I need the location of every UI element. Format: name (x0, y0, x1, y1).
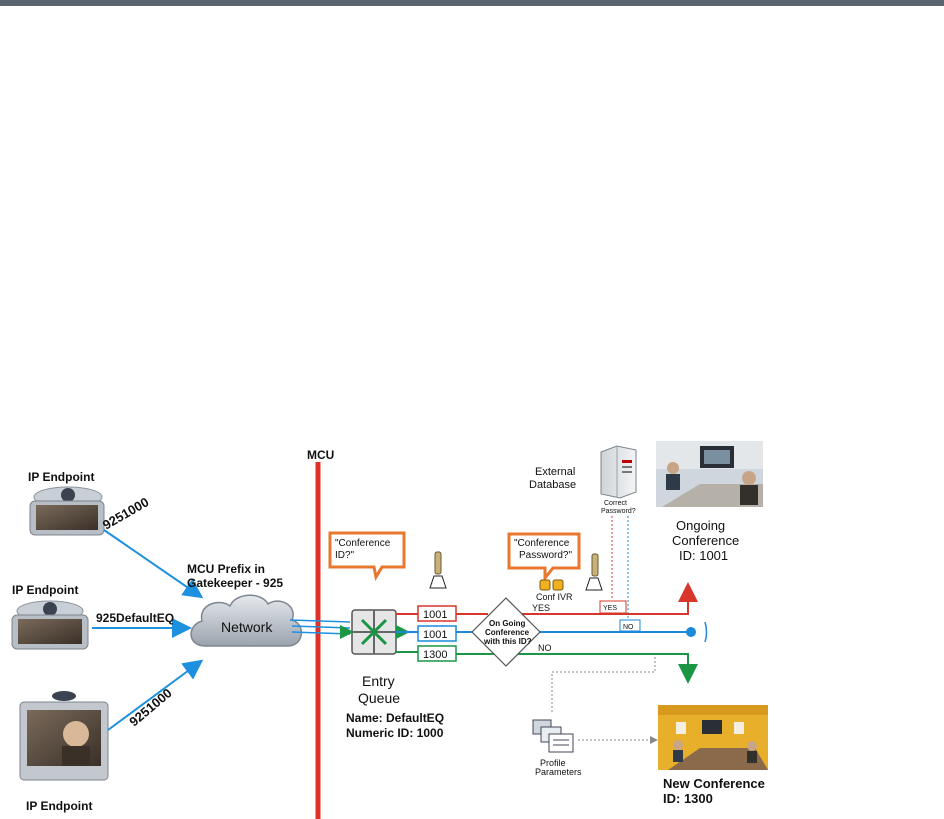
dial-label-3: 9251000 (126, 685, 174, 729)
profile-line1: Profile (540, 758, 566, 768)
ip-endpoint-2: IP Endpoint (11, 583, 89, 650)
external-db-line1: External (535, 466, 575, 478)
blue-path (396, 621, 708, 643)
ongoing-line3: ID: 1001 (679, 548, 728, 563)
callout-conference-password-line2: Password?" (519, 550, 572, 561)
ip-endpoint-1-label: IP Endpoint (28, 470, 94, 484)
profile-dotted-link (551, 657, 656, 714)
yes-box-label: YES (603, 605, 617, 612)
decision-line1: On Going (489, 619, 526, 628)
no-box (619, 619, 641, 632)
video-endpoint-icon (19, 691, 109, 781)
dial-arrow-1 (103, 529, 204, 599)
dial-arrow-3 (107, 659, 204, 731)
profile-parameters-icon (532, 719, 574, 753)
ip-endpoint-2-label: IP Endpoint (12, 583, 78, 597)
network-label: Network (221, 619, 273, 635)
mcu-prefix-line2: Gatekeeper - 925 (187, 576, 283, 590)
id-red: 1001 (423, 609, 447, 621)
network-cloud-icon (190, 594, 302, 647)
no-box-label: NO (623, 624, 634, 631)
ongoing-path (396, 582, 698, 622)
callout-conference-password-line1: "Conference (514, 538, 570, 549)
yes-box (599, 600, 627, 614)
phone-keypad-icon (585, 553, 603, 591)
dial-label-1: 9251000 (100, 494, 151, 532)
ip-endpoint-3: IP Endpoint (19, 691, 109, 813)
conf-ivr-label: Conf IVR (536, 592, 573, 602)
video-endpoint-icon (11, 600, 89, 650)
correct-password-line2: Password? (601, 508, 636, 515)
entry-queue-numeric-id: Numeric ID: 1000 (346, 726, 444, 740)
correct-password-line1: Correct (604, 500, 627, 507)
callout-conference-id-line2: ID?" (335, 550, 355, 561)
yes-label: YES (532, 603, 550, 613)
entry-queue-icon (340, 609, 410, 655)
entry-queue-label-line2: Queue (358, 690, 400, 706)
dial-label-2: 925DefaultEQ (96, 611, 174, 625)
ivr-icon (539, 579, 564, 591)
ongoing-line2: Conference (672, 533, 739, 548)
video-endpoint-icon (29, 486, 105, 536)
phone-keypad-icon (429, 551, 447, 589)
external-db-line2: Database (529, 479, 576, 491)
callout-conference-id (328, 531, 406, 582)
ongoing-line1: Ongoing (676, 518, 725, 533)
database-server-icon (600, 445, 637, 499)
entry-queue-name: Name: DefaultEQ (346, 711, 444, 725)
profile-line2: Parameters (535, 767, 582, 777)
ip-endpoint-3-label: IP Endpoint (26, 799, 92, 813)
new-conf-line1: New Conference (663, 776, 765, 791)
decision-line3: with this ID? (483, 637, 532, 646)
decision-line2: Conference (485, 628, 530, 637)
id-green: 1300 (423, 649, 447, 661)
id-blue: 1001 (423, 629, 447, 641)
entry-queue-label-line1: Entry (362, 673, 395, 689)
mcu-label: MCU (307, 448, 334, 462)
new-conf-line2: ID: 1300 (663, 791, 713, 806)
callout-conference-password (507, 532, 581, 583)
new-conference-path (396, 645, 698, 684)
callout-conference-id-line1: "Conference (335, 538, 391, 549)
no-label: NO (538, 643, 552, 653)
header-bar (0, 0, 944, 6)
conference-room-photo (658, 705, 768, 770)
conference-room-photo (656, 441, 763, 507)
ip-endpoint-1: IP Endpoint (28, 470, 105, 536)
mcu-prefix-line1: MCU Prefix in (187, 562, 265, 576)
decision-diamond (471, 597, 541, 667)
